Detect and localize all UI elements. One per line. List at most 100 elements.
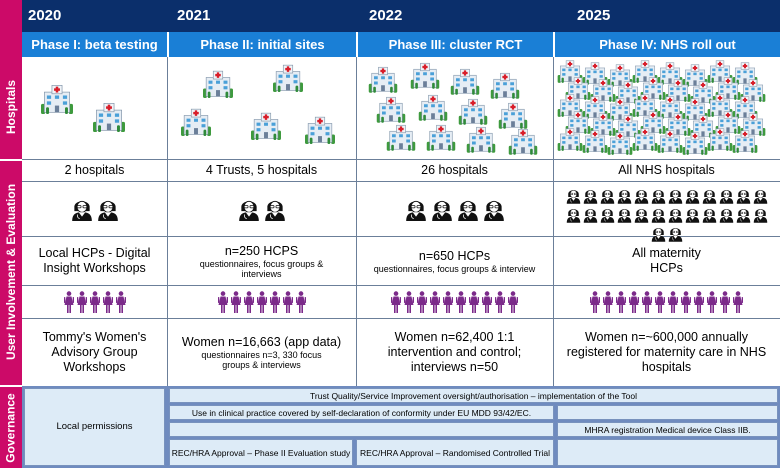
hospitals-icon-group (30, 60, 160, 156)
row-divider (22, 285, 780, 286)
woman-icon (707, 291, 717, 313)
healthcare-worker-icon (600, 189, 614, 204)
woman-icon (115, 291, 126, 313)
empty-box (557, 405, 778, 420)
trust-oversight-box: Trust Quality/Service Improvement oversi… (169, 388, 778, 403)
mhra-registration-box: MHRA registration Medical device Class I… (557, 422, 778, 437)
rec-phase3-box: REC/HRA Approval – Randomised Controlled… (356, 439, 554, 466)
women-title: Women n=~600,000 annually registered for… (566, 329, 767, 374)
healthcare-worker-icon (566, 189, 580, 204)
hcp-text: Local HCPs - Digital Insight Workshops (22, 237, 167, 285)
woman-icon (508, 291, 518, 313)
phase-header: Phase I: beta testing Phase II: initial … (22, 32, 780, 57)
healthcare-worker-icon (238, 200, 259, 221)
woman-icon (295, 291, 306, 313)
hospital-icon (273, 64, 303, 92)
woman-icon (63, 291, 74, 313)
phase-title: Phase I: beta testing (22, 32, 167, 57)
hcp-title: n=650 HCPs (418, 248, 491, 263)
hospital-icon (732, 130, 758, 153)
side-label-hospitals-text: Hospitals (4, 79, 19, 135)
woman-icon (243, 291, 254, 313)
side-label-governance: Governance (0, 387, 22, 468)
column-divider (356, 57, 357, 386)
woman-icon (694, 291, 704, 313)
woman-icon (217, 291, 228, 313)
woman-icon (590, 291, 600, 313)
healthcare-worker-icon (702, 189, 716, 204)
woman-icon (76, 291, 87, 313)
women-title: Women n=62,400 1:1 intervention and cont… (387, 329, 522, 374)
hospital-icon (682, 132, 708, 155)
phase-title: Phase II: initial sites (167, 32, 356, 57)
healthcare-worker-icon (634, 189, 648, 204)
healthcare-worker-icon (753, 189, 767, 204)
woman-icon (391, 291, 401, 313)
women-text: Women n=~600,000 annually registered for… (553, 319, 780, 385)
hospitals-count: All NHS hospitals (618, 163, 715, 177)
woman-icon (430, 291, 440, 313)
hospital-icon (450, 68, 480, 95)
woman-icon (404, 291, 414, 313)
hospital-icon (93, 103, 125, 132)
healthcare-worker-icon (719, 208, 733, 223)
hospitals-icon-group (557, 60, 775, 156)
column-divider (167, 57, 168, 386)
side-strip (0, 0, 22, 468)
woman-icon (668, 291, 678, 313)
year-header: 2020 2021 2022 2025 (22, 0, 780, 32)
row-divider (22, 181, 780, 182)
healthcare-worker-icon (719, 189, 733, 204)
hospitals-count: 4 Trusts, 5 hospitals (205, 163, 318, 177)
hospital-icon (665, 113, 691, 136)
hospitals-count: 26 hospitals (421, 163, 488, 177)
hospital-icon (732, 96, 758, 119)
woman-icon (629, 291, 639, 313)
healthcare-worker-icon (600, 208, 614, 223)
hcp-text: n=650 HCPs questionnaires, focus groups … (356, 237, 553, 285)
healthcare-worker-icon (617, 208, 631, 223)
hospital-icon (181, 108, 211, 136)
hospital-icon (607, 132, 633, 155)
rec-phase2-box: REC/HRA Approval – Phase II Evaluation s… (169, 439, 353, 466)
women-icon-group (167, 286, 356, 318)
hospitals-count: 2 hospitals (64, 163, 125, 177)
healthcare-worker-icon (651, 189, 665, 204)
year-label: 2025 (577, 7, 611, 24)
healthcare-worker-icon (651, 227, 665, 242)
healthcare-worker-icon (583, 189, 597, 204)
hospital-icon (707, 128, 733, 151)
hcp-detail: questionnaires, focus groups & interview… (199, 258, 324, 279)
local-permissions-box: Local permissions (24, 388, 165, 466)
year-label: 2020 (28, 7, 62, 24)
healthcare-worker-icon (753, 208, 767, 223)
year-label: 2021 (177, 7, 211, 24)
hospital-icon (498, 102, 528, 129)
healthcare-worker-icon (483, 200, 504, 221)
woman-icon (495, 291, 505, 313)
women-icon-group (356, 286, 553, 318)
healthcare-worker-icon (736, 189, 750, 204)
hospital-icon (466, 126, 496, 153)
women-text: Tommy's Women's Advisory Group Workshops (22, 319, 167, 385)
hospital-icon (582, 130, 608, 153)
hcp-title: All maternity HCPs (632, 246, 701, 275)
woman-icon (102, 291, 113, 313)
healthcare-worker-icon (668, 189, 682, 204)
hospital-icon (657, 130, 683, 153)
hcp-text: All maternity HCPs (553, 237, 780, 285)
hcp-detail: questionnaires, focus groups & interview (373, 263, 536, 274)
woman-icon (469, 291, 479, 313)
healthcare-worker-icon (668, 208, 682, 223)
woman-icon (230, 291, 241, 313)
hcp-icon-group (356, 182, 553, 236)
healthcare-worker-icon (71, 200, 92, 221)
hospital-icon (508, 128, 538, 155)
hospital-icon (490, 72, 520, 99)
hospital-icon (632, 128, 658, 151)
clinical-use-box: Use in clinical practice covered by self… (169, 405, 554, 420)
phase-title: Phase III: cluster RCT (356, 32, 553, 57)
hospital-icon (251, 112, 281, 140)
hospitals-icon-group (360, 60, 548, 156)
woman-icon (256, 291, 267, 313)
